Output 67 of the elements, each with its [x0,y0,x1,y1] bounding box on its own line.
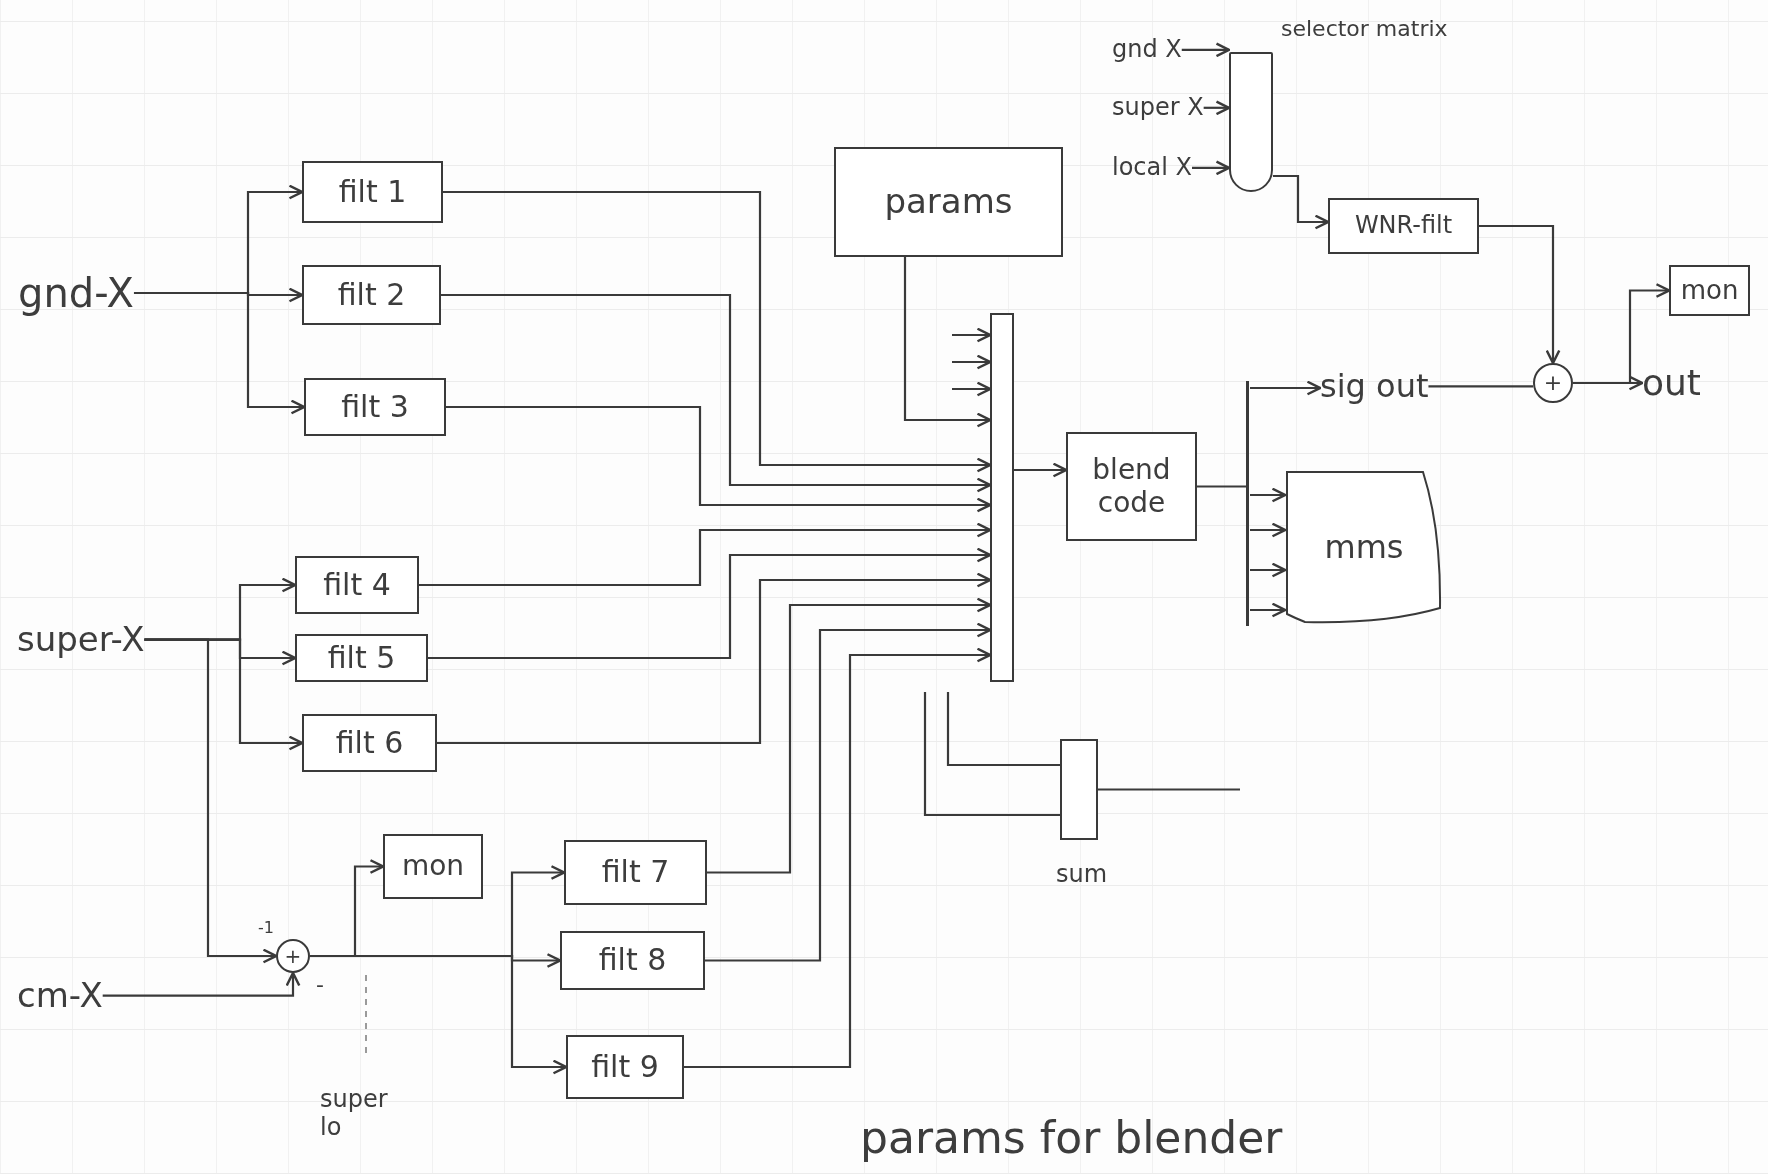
arrow [419,522,992,587]
arrow [441,293,992,493]
arrow [1181,42,1231,58]
page-note: params for blender [860,1112,1283,1163]
process-box: filt 1 [302,161,443,223]
arrow [1250,487,1287,503]
arrow [952,327,992,343]
sign-mark: -1 [258,918,274,937]
arrow [1250,602,1287,618]
summing-junction: + [276,939,310,973]
arrow [1273,174,1330,230]
sign-mark: - [316,972,324,997]
process-box: filt 2 [302,265,441,325]
arrow [705,622,992,962]
signal-label: gnd X [1112,36,1182,64]
arrow [1479,224,1561,365]
process-box: mon [1669,265,1750,316]
signal-label: gnd-X [18,270,134,316]
arrow [437,572,992,745]
summing-junction: + [1533,363,1573,403]
process-box: filt 9 [566,1035,684,1099]
arrow [428,547,992,660]
arrow [446,405,992,513]
arrow [144,638,278,964]
connector-line [923,692,1060,817]
process-box: filt 6 [302,714,437,772]
storage-block: mms [1285,468,1443,626]
process-box: WNR-filt [1328,198,1479,254]
bus-bar [990,313,1014,682]
arrow [310,954,568,1075]
process-box: filt 5 [295,634,428,682]
connector-line [1098,788,1240,791]
arrow [102,971,301,997]
signal-note: super lo [320,1085,389,1141]
process-box: filt 4 [295,556,419,614]
arrow [443,190,992,473]
process-box: filt 3 [304,378,446,436]
process-box: filt 7 [564,840,707,905]
bus-line [1246,381,1250,626]
selector-matrix: selector matrix [1229,16,1459,192]
signal-label: cm-X [17,976,103,1016]
signal-label: super-X [17,620,145,660]
node-caption: sum [1056,860,1108,888]
connector-line [1428,385,1533,388]
arrow [1192,160,1231,176]
signal-label: local X [1112,154,1192,182]
connector-line [1197,485,1246,488]
process-box: params [834,147,1063,257]
arrow [1573,375,1644,391]
arrow [684,647,992,1069]
signal-label: out [1642,362,1701,404]
arrow [952,354,992,370]
arrow [903,257,992,428]
arrow [1250,522,1287,538]
arrow [1250,380,1322,396]
connector-line [946,692,1060,767]
arrow [1014,462,1068,478]
arrow [952,381,992,397]
arrow [134,291,306,415]
arrow [1203,100,1231,116]
process-box: mon [383,834,483,899]
signal-label: sig out [1320,368,1429,405]
process-box: blend code [1066,432,1197,541]
signal-label: super X [1112,94,1204,122]
process-box: filt 8 [560,931,705,990]
arrow [707,597,992,874]
arrow [1250,562,1287,578]
